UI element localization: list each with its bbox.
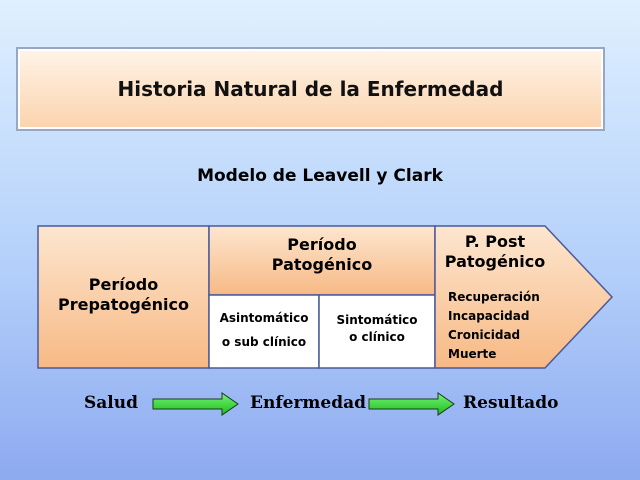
symptomatic-cell — [318, 294, 436, 369]
flow-arrow-2 — [368, 392, 455, 416]
post-pathogenic-arrow — [434, 225, 614, 369]
outcome-item: Muerte — [448, 347, 497, 361]
slide-subtitle: Modelo de Leavell y Clark — [197, 166, 443, 186]
flow-label-start: Salud — [84, 393, 138, 413]
asymptomatic-label: Asintomático o sub clínico — [219, 311, 309, 349]
outcome-item: Recuperación — [448, 290, 540, 304]
title-box: Historia Natural de la Enfermedad — [16, 47, 605, 131]
pathogenic-label: Período Patogénico — [271, 235, 373, 274]
outcome-item: Cronicidad — [448, 328, 521, 342]
flow-arrow-1 — [152, 392, 239, 416]
prepatogenic-label: Período Prepatogénico — [57, 275, 189, 314]
outcome-list: Recuperación Incapacidad Cronicidad Muer… — [448, 288, 540, 364]
flow-label-middle: Enfermedad — [250, 393, 366, 413]
asymptomatic-cell — [208, 294, 320, 369]
post-pathogenic-label: P. Post Patogénico — [444, 232, 546, 271]
flow-label-end: Resultado — [463, 393, 559, 413]
symptomatic-label: Sintomático o clínico — [336, 313, 418, 344]
slide-title: Historia Natural de la Enfermedad — [117, 77, 504, 101]
outcome-item: Incapacidad — [448, 309, 530, 323]
